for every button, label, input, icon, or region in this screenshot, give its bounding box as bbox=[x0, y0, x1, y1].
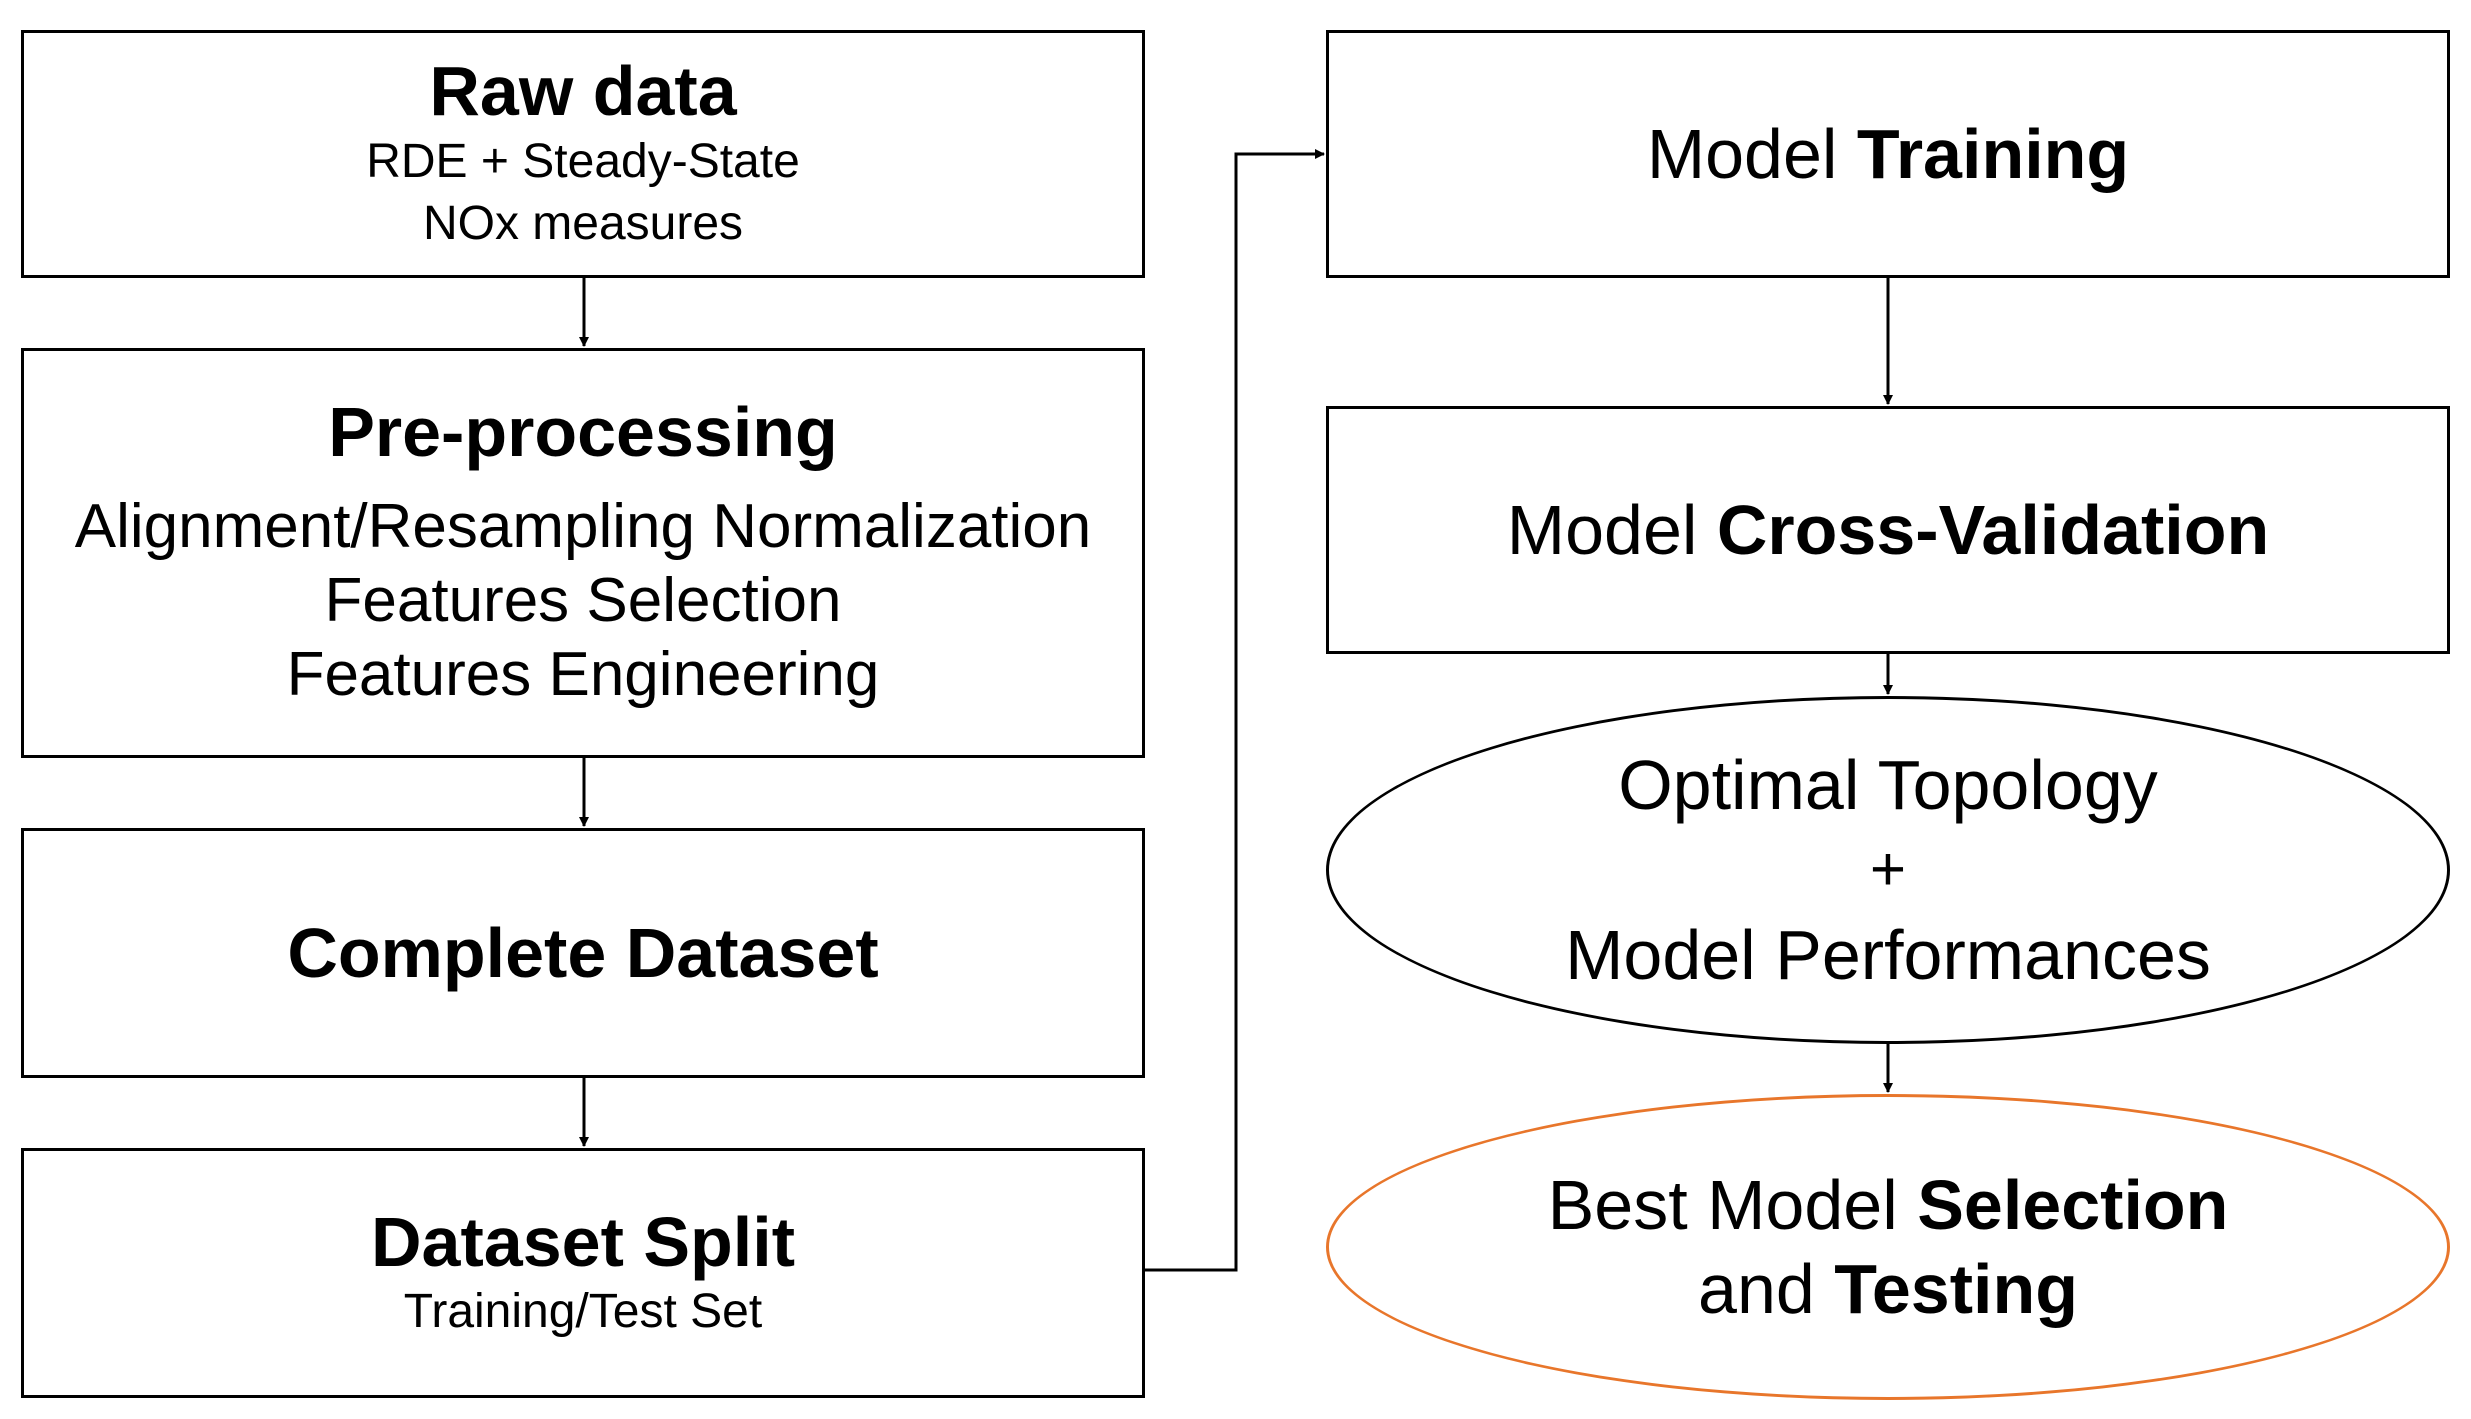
best-model-line1: Best Model Selection bbox=[1548, 1163, 2229, 1247]
cross-validation-prefix: Model bbox=[1506, 491, 1717, 569]
best-model-bold1: Selection bbox=[1917, 1166, 2229, 1244]
complete-dataset-box: Complete Dataset bbox=[21, 828, 1145, 1078]
model-training-box: Model Training bbox=[1326, 30, 2450, 278]
best-model-and: and bbox=[1698, 1250, 1835, 1328]
dataset-split-subtitle: Training/Test Set bbox=[403, 1285, 763, 1338]
preprocessing-line3: Features Engineering bbox=[286, 640, 880, 710]
best-model-ellipse: Best Model Selection and Testing bbox=[1326, 1094, 2450, 1400]
dataset-split-title: Dataset Split bbox=[371, 1202, 795, 1281]
preprocessing-line2: Features Selection bbox=[324, 566, 842, 635]
optimal-plus: + bbox=[1869, 834, 1907, 904]
dataset-split-box: Dataset Split Training/Test Set bbox=[21, 1148, 1145, 1398]
model-training-bold: Training bbox=[1856, 115, 2130, 193]
optimal-topology-ellipse: Optimal Topology + Model Performances bbox=[1326, 696, 2450, 1044]
optimal-line2: Model Performances bbox=[1565, 916, 2211, 995]
raw-data-line2: NOx measures bbox=[422, 197, 744, 251]
model-training-label: Model Training bbox=[1647, 112, 2129, 196]
model-training-prefix: Model bbox=[1646, 115, 1857, 193]
preprocessing-box: Pre-processing Alignment/Resampling Norm… bbox=[21, 348, 1145, 758]
raw-data-title: Raw data bbox=[429, 52, 737, 131]
best-model-prefix: Best Model bbox=[1547, 1166, 1918, 1244]
cross-validation-box: Model Cross-Validation bbox=[1326, 406, 2450, 654]
cross-validation-label: Model Cross-Validation bbox=[1507, 488, 2269, 572]
preprocessing-title: Pre-processing bbox=[328, 393, 838, 472]
cross-validation-bold: Cross-Validation bbox=[1716, 491, 2270, 569]
raw-data-line1: RDE + Steady-State bbox=[366, 134, 800, 188]
optimal-line1: Optimal Topology bbox=[1618, 745, 2158, 824]
preprocessing-line1: Alignment/Resampling Normalization bbox=[74, 491, 1092, 561]
complete-dataset-title: Complete Dataset bbox=[287, 913, 879, 992]
best-model-line2: and Testing bbox=[1698, 1247, 2078, 1331]
raw-data-box: Raw data RDE + Steady-State NOx measures bbox=[21, 30, 1145, 278]
arrow-split-to-training bbox=[1144, 149, 1325, 1272]
best-model-bold2: Testing bbox=[1834, 1250, 2078, 1328]
